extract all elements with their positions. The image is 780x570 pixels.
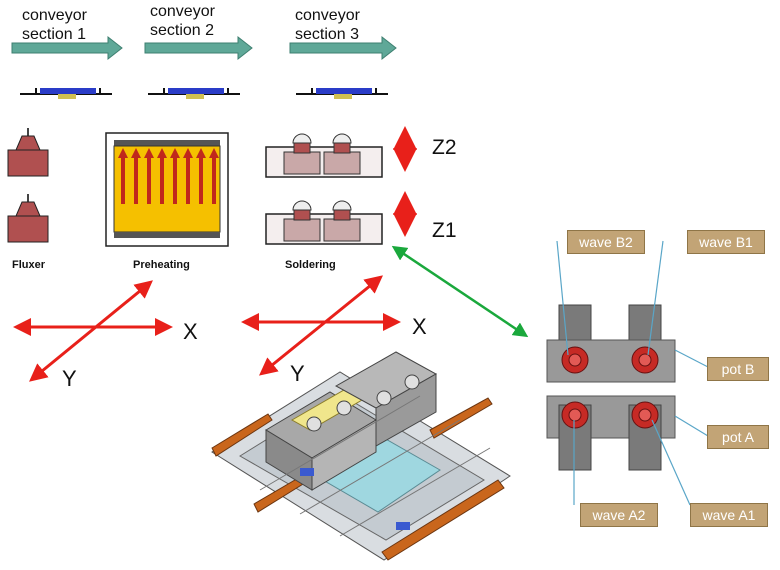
conveyor-section-1-line2: section 1 (22, 26, 87, 43)
soldering-unit-upper (265, 133, 383, 178)
soldering-unit-lower (265, 200, 383, 245)
board-carrier-1 (20, 88, 112, 99)
conveyor-section-1-line1: conveyor (22, 7, 87, 24)
conveyor-section-1-label: conveyor section 1 (22, 6, 87, 44)
x-axis-label-right: X (412, 314, 427, 339)
link-arrow (391, 245, 529, 338)
nozzle-a1 (631, 401, 659, 429)
y-axis-arrow-left (29, 280, 153, 382)
conveyor-section-3-line2: section 3 (295, 26, 360, 43)
conveyor-arrow-1 (11, 35, 123, 61)
conveyor-section-3-line1: conveyor (295, 7, 360, 24)
pot-a-tag: pot A (707, 425, 769, 449)
preheating-label: Preheating (133, 259, 190, 271)
z1-label: Z1 (432, 219, 457, 242)
x-axis-label-left: X (183, 319, 198, 344)
nozzle-a2 (561, 401, 589, 429)
fluxer-nozzle-top (7, 128, 49, 177)
y-axis-label-right: Y (290, 361, 305, 386)
wave-b2-tag: wave B2 (567, 230, 645, 254)
conveyor-section-2-line1: conveyor (150, 3, 215, 20)
nozzle-b2 (561, 346, 589, 374)
wave-a2-tag: wave A2 (580, 503, 658, 527)
nozzle-b1 (631, 346, 659, 374)
conveyor-section-3-label: conveyor section 3 (295, 6, 360, 44)
z2-label: Z2 (432, 136, 457, 159)
machine-illustration (211, 351, 511, 561)
fluxer-label: Fluxer (12, 259, 46, 271)
pot-b-tag: pot B (707, 357, 769, 381)
conveyor-arrow-2 (144, 35, 253, 61)
conveyor-section-2-label: conveyor section 2 (150, 2, 215, 40)
soldering-label: Soldering (285, 259, 336, 271)
wave-b1-tag: wave B1 (687, 230, 765, 254)
y-axis-arrow-right (259, 275, 383, 376)
conveyor-arrow-3 (289, 35, 397, 61)
wave-pot-diagram (546, 240, 709, 506)
wave-a1-tag: wave A1 (690, 503, 768, 527)
conveyor-section-2-line2: section 2 (150, 22, 215, 39)
board-carrier-3 (296, 88, 388, 99)
fluxer-nozzle-bottom (7, 194, 49, 243)
board-carrier-2 (148, 88, 240, 99)
preheating-unit (105, 132, 229, 247)
y-axis-label-left: Y (62, 366, 77, 391)
